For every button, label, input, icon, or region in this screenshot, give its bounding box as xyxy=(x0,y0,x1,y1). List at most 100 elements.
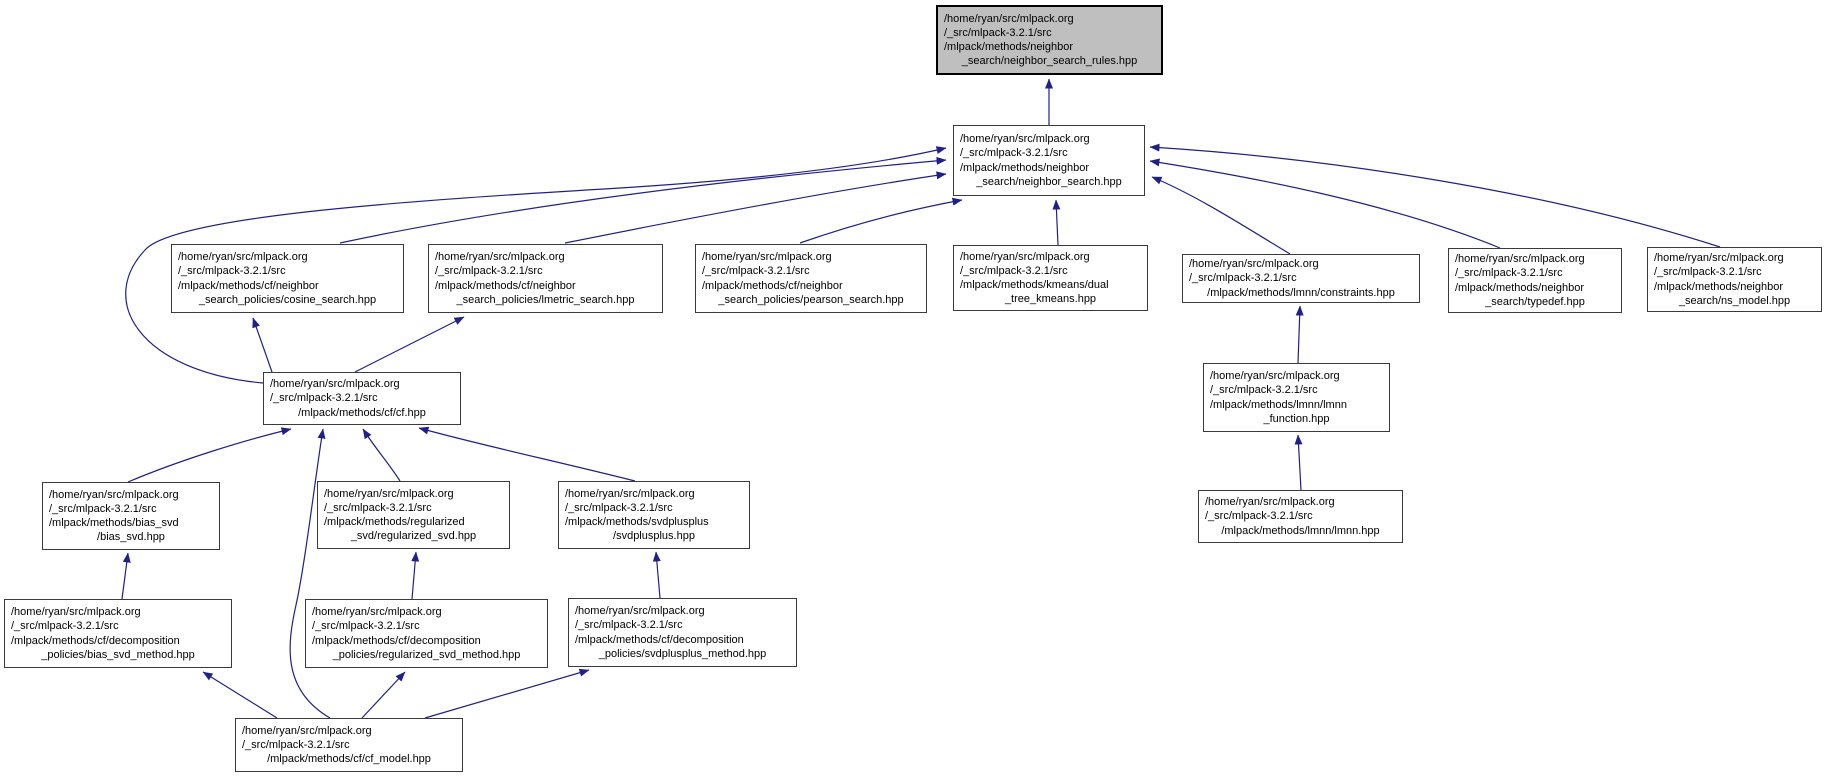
node-line: /mlpack/methods/regularized xyxy=(324,516,465,528)
node-line: /home/ryan/src/mlpack.org xyxy=(944,12,1074,25)
node-lmnn_function[interactable]: /home/ryan/src/mlpack.org/_src/mlpack-3.… xyxy=(1203,363,1390,432)
node-pearson_search[interactable]: /home/ryan/src/mlpack.org/_src/mlpack-3.… xyxy=(695,244,927,313)
edge-svdplusplus-to-cf xyxy=(418,426,636,482)
edge-typedef-to-neighbor_search xyxy=(1149,158,1501,249)
node-line: /_src/mlpack-3.2.1/src xyxy=(565,501,673,514)
node-dual_tree_kmeans[interactable]: /home/ryan/src/mlpack.org/_src/mlpack-3.… xyxy=(953,245,1148,311)
node-line: _search_policies/cosine_search.hpp xyxy=(198,293,377,306)
edge-cf-to-neighbor_search xyxy=(125,146,947,384)
node-line: /_src/mlpack-3.2.1/src xyxy=(270,392,378,405)
node-typedef[interactable]: /home/ryan/src/mlpack.org/_src/mlpack-3.… xyxy=(1448,248,1622,313)
node-constraints[interactable]: /home/ryan/src/mlpack.org/_src/mlpack-3.… xyxy=(1182,254,1420,303)
edge-cf-to-cosine_search xyxy=(252,317,273,373)
node-line: /_src/mlpack-3.2.1/src xyxy=(702,265,810,278)
node-line: /mlpack/methods/kmeans/dual xyxy=(960,279,1109,291)
node-line: /_src/mlpack-3.2.1/src xyxy=(1189,272,1297,285)
node-line: _svd/regularized_svd.hpp xyxy=(350,530,477,543)
node-line: /_src/mlpack-3.2.1/src xyxy=(1205,510,1313,523)
node-line: /home/ryan/src/mlpack.org xyxy=(49,488,179,501)
node-line: /mlpack/methods/cf/neighbor xyxy=(435,279,576,292)
node-cf_model[interactable]: /home/ryan/src/mlpack.org/_src/mlpack-3.… xyxy=(235,718,463,772)
node-cosine_search[interactable]: /home/ryan/src/mlpack.org/_src/mlpack-3.… xyxy=(171,244,404,313)
node-svdplusplus_method[interactable]: /home/ryan/src/mlpack.org/_src/mlpack-3.… xyxy=(568,598,797,667)
node-line: /_src/mlpack-3.2.1/src xyxy=(178,265,286,278)
node-line: /mlpack/methods/lmnn/lmnn xyxy=(1210,398,1347,411)
node-line: /home/ryan/src/mlpack.org xyxy=(960,250,1090,263)
edge-dual_tree_kmeans-to-neighbor_search xyxy=(1052,199,1061,246)
node-line: /mlpack/methods/svdplusplus xyxy=(565,516,709,528)
edge-cf-to-lmetric_search xyxy=(354,316,465,373)
edge-pearson_search-to-neighbor_search xyxy=(799,197,963,244)
node-line: /mlpack/methods/neighbor xyxy=(1455,281,1585,294)
node-line: _function.hpp xyxy=(1263,412,1330,425)
node-line: /home/ryan/src/mlpack.org xyxy=(242,724,372,737)
node-line: _search/neighbor_search.hpp xyxy=(976,175,1122,188)
edge-regularized_svd_method-to-regularized_svd xyxy=(411,551,420,600)
node-line: /mlpack/methods/cf/decomposition xyxy=(11,634,180,647)
node-line: _search/neighbor_search_rules.hpp xyxy=(961,55,1138,68)
node-line: /_src/mlpack-3.2.1/src xyxy=(11,620,119,633)
node-line: /home/ryan/src/mlpack.org xyxy=(702,251,832,264)
node-regularized_svd[interactable]: /home/ryan/src/mlpack.org/_src/mlpack-3.… xyxy=(317,481,510,549)
node-line: /_src/mlpack-3.2.1/src xyxy=(312,620,420,633)
node-line: /mlpack/methods/cf/cf.hpp xyxy=(298,406,426,419)
node-line: /home/ryan/src/mlpack.org xyxy=(575,605,705,618)
edge-ns_model-to-neighbor_search xyxy=(1149,143,1721,248)
edge-cosine_search-to-neighbor_search xyxy=(339,156,947,244)
edge-lmnn-to-lmnn_function xyxy=(1294,434,1303,491)
node-line: /home/ryan/src/mlpack.org xyxy=(1189,258,1319,271)
node-line: _policies/svdplusplus_method.hpp xyxy=(598,647,767,660)
node-line: _search/ns_model.hpp xyxy=(1678,294,1791,307)
node-cf[interactable]: /home/ryan/src/mlpack.org/_src/mlpack-3.… xyxy=(263,372,461,425)
node-line: /_src/mlpack-3.2.1/src xyxy=(960,264,1068,277)
node-line: _policies/regularized_svd_method.hpp xyxy=(332,648,521,661)
node-line: /home/ryan/src/mlpack.org xyxy=(960,133,1090,146)
node-line: /mlpack/methods/cf/decomposition xyxy=(575,633,744,646)
edge-bias_svd-to-cf xyxy=(127,427,292,483)
node-bias_svd_method[interactable]: /home/ryan/src/mlpack.org/_src/mlpack-3.… xyxy=(4,599,232,668)
node-line: /mlpack/methods/bias_svd xyxy=(49,517,179,529)
node-bias_svd[interactable]: /home/ryan/src/mlpack.org/_src/mlpack-3.… xyxy=(42,482,220,550)
node-line: /_src/mlpack-3.2.1/src xyxy=(435,265,543,278)
node-line: /_src/mlpack-3.2.1/src xyxy=(1455,267,1563,280)
node-line: /_src/mlpack-3.2.1/src xyxy=(960,147,1068,160)
node-line: /mlpack/methods/neighbor xyxy=(944,41,1074,53)
edge-cf_model-to-regularized_svd_method xyxy=(361,671,406,719)
edge-regularized_svd-to-cf xyxy=(362,428,401,482)
node-line: /_src/mlpack-3.2.1/src xyxy=(1210,384,1318,397)
node-line: /svdplusplus.hpp xyxy=(613,530,695,543)
node-line: /home/ryan/src/mlpack.org xyxy=(1205,496,1335,509)
node-line: /home/ryan/src/mlpack.org xyxy=(1210,370,1340,383)
node-line: _search_policies/pearson_search.hpp xyxy=(718,293,904,306)
node-line: /_src/mlpack-3.2.1/src xyxy=(944,26,1052,39)
node-line: /_src/mlpack-3.2.1/src xyxy=(324,501,432,514)
edge-lmetric_search-to-neighbor_search xyxy=(564,171,947,244)
edge-lmnn_function-to-constraints xyxy=(1295,305,1304,364)
node-line: /mlpack/methods/cf/neighbor xyxy=(178,279,319,292)
node-regularized_svd_method[interactable]: /home/ryan/src/mlpack.org/_src/mlpack-3.… xyxy=(305,599,548,668)
node-line: /mlpack/methods/neighbor xyxy=(960,161,1090,174)
node-line: /bias_svd.hpp xyxy=(97,531,165,544)
node-line: /home/ryan/src/mlpack.org xyxy=(1654,252,1784,265)
node-line: _tree_kmeans.hpp xyxy=(1004,293,1097,306)
node-line: /home/ryan/src/mlpack.org xyxy=(435,251,565,264)
node-lmetric_search[interactable]: /home/ryan/src/mlpack.org/_src/mlpack-3.… xyxy=(428,244,663,313)
node-line: /home/ryan/src/mlpack.org xyxy=(178,251,308,264)
node-neighbor_search[interactable]: /home/ryan/src/mlpack.org/_src/mlpack-3.… xyxy=(953,125,1145,196)
edge-bias_svd_method-to-bias_svd xyxy=(121,552,131,600)
node-line: /mlpack/methods/lmnn/constraints.hpp xyxy=(1207,286,1395,299)
node-line: /home/ryan/src/mlpack.org xyxy=(11,606,141,619)
node-ns_model[interactable]: /home/ryan/src/mlpack.org/_src/mlpack-3.… xyxy=(1647,247,1822,312)
edge-constraints-to-neighbor_search xyxy=(1151,176,1291,255)
node-line: /_src/mlpack-3.2.1/src xyxy=(242,738,350,751)
node-neighbor_search_rules[interactable]: /home/ryan/src/mlpack.org/_src/mlpack-3.… xyxy=(936,5,1163,75)
node-line: /mlpack/methods/cf/neighbor xyxy=(702,279,843,292)
node-line: /home/ryan/src/mlpack.org xyxy=(270,378,400,391)
node-line: /home/ryan/src/mlpack.org xyxy=(565,487,695,500)
node-line: /mlpack/methods/neighbor xyxy=(1654,280,1784,293)
node-svdplusplus[interactable]: /home/ryan/src/mlpack.org/_src/mlpack-3.… xyxy=(558,481,750,549)
node-line: /_src/mlpack-3.2.1/src xyxy=(1654,266,1762,279)
node-lmnn[interactable]: /home/ryan/src/mlpack.org/_src/mlpack-3.… xyxy=(1198,490,1403,543)
